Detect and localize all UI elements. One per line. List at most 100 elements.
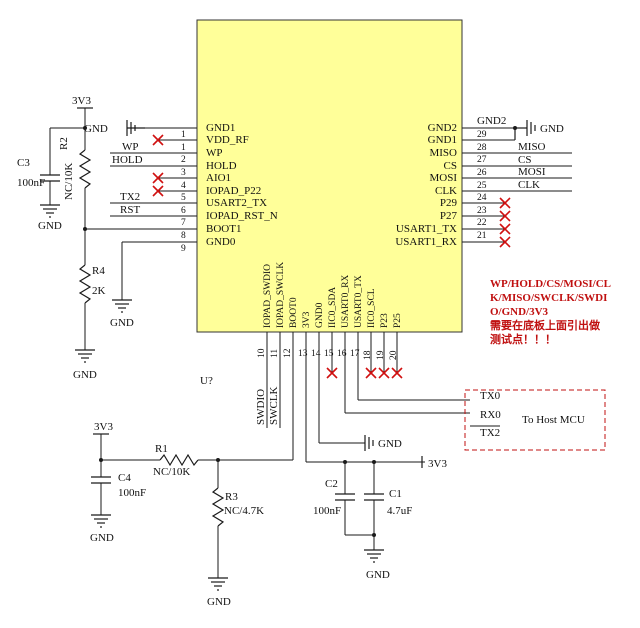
- pin-name-iopad-rst-n: IOPAD_RST_N: [206, 210, 278, 222]
- host-rx0: RX0: [480, 409, 501, 421]
- host-tx2: TX2: [480, 427, 500, 439]
- left-pins: 1 1 2 3 4 5 6 7 8 9: [85, 127, 197, 254]
- pin-num-20: 20: [389, 350, 399, 360]
- pin-name-gnd0: GND0: [206, 236, 236, 248]
- pin-name-aio1: AIO1: [206, 172, 231, 184]
- c4-val: 100nF: [118, 487, 146, 499]
- net-clk: CLK: [518, 179, 540, 191]
- pin-num-11: 11: [270, 349, 280, 358]
- pin-name-3v3: 3V3: [302, 311, 312, 328]
- pin-name-boot0: BOOT0: [289, 297, 299, 328]
- chip-body: [196, 19, 463, 333]
- net-swdio: SWDIO: [255, 389, 267, 425]
- no-connect-left: [152, 134, 164, 197]
- pin-num-14: 14: [311, 349, 321, 359]
- net-gnd-right: GND: [540, 123, 564, 135]
- pin-name-p29: P29: [440, 197, 458, 209]
- net-3v3-bottom: 3V3: [428, 458, 447, 470]
- pin-name-usart0-rx: USART0_RX: [341, 275, 351, 328]
- pin-name-wp: WP: [206, 147, 223, 159]
- pin-num-16: 16: [337, 349, 347, 359]
- pin-num-1b: 1: [181, 143, 186, 153]
- c3-ref: C3: [17, 157, 30, 169]
- pin-name-vdd-rf: VDD_RF: [206, 134, 249, 146]
- left-net-labels: GND WP HOLD TX2 RST: [84, 120, 145, 216]
- note-line4: 需要在底板上面引出做: [490, 318, 601, 332]
- note-line2: K/MISO/SWCLK/SWDI: [490, 292, 607, 304]
- gnd-r2: GND: [110, 317, 134, 329]
- c2-val: 100nF: [313, 505, 341, 517]
- note-line3: O/GND/3V3: [490, 306, 549, 318]
- r1-ref: R1: [155, 443, 168, 455]
- pin-name-boot1: BOOT1: [206, 223, 241, 235]
- net-gnd2: GND2: [477, 115, 506, 127]
- host-tx0: TX0: [480, 390, 501, 402]
- pin-num-12: 12: [283, 348, 293, 358]
- pin-name-iopad-swclk: IOPAD_SWCLK: [276, 262, 286, 328]
- net-wp: WP: [122, 141, 139, 153]
- net-rst: RST: [120, 204, 140, 216]
- pin-num-5: 5: [181, 193, 186, 203]
- pin-num-29: 29: [477, 130, 487, 140]
- pin-num-24: 24: [477, 193, 487, 203]
- net-cs: CS: [518, 154, 531, 166]
- c3-val: 100nF: [17, 177, 45, 189]
- c1-ref: C1: [389, 488, 402, 500]
- pin-num-7: 7: [181, 218, 186, 228]
- pin-name-usart0-tx: USART0_TX: [354, 275, 364, 328]
- pin-num-28: 28: [477, 143, 487, 153]
- pin-name-usart1-rx: USART1_RX: [395, 236, 457, 248]
- no-connect-right: [499, 197, 511, 248]
- r2-val: NC/10K: [63, 163, 75, 200]
- c4-ref: C4: [118, 472, 131, 484]
- c2-ref: C2: [325, 478, 338, 490]
- pin-name-gnd1: GND1: [206, 122, 235, 134]
- r2-ref: R2: [58, 137, 70, 150]
- host-label: To Host MCU: [522, 414, 585, 426]
- pin-name-p23: P23: [380, 313, 390, 328]
- net-hold: HOLD: [112, 154, 143, 166]
- note-line1: WP/HOLD/CS/MOSI/CL: [490, 278, 611, 290]
- pin-num-9: 9: [181, 244, 186, 254]
- pin-num-3: 3: [181, 168, 186, 178]
- pin-name-p25: P25: [393, 313, 403, 328]
- bot-3v3: 3V3: [94, 421, 113, 433]
- pin-num-10: 10: [257, 348, 267, 358]
- note: WP/HOLD/CS/MOSI/CL K/MISO/SWCLK/SWDI O/G…: [490, 278, 611, 346]
- pin-num-27: 27: [477, 155, 487, 165]
- pin-name-gnd0-b: GND0: [315, 302, 325, 328]
- r3-ref: R3: [225, 491, 238, 503]
- pin-num-26: 26: [477, 168, 487, 178]
- right-pin-names: GND2 GND1 MISO CS MOSI CLK P29 P27 USART…: [395, 122, 457, 248]
- bottom-pin-names: IOPAD_SWDIO IOPAD_SWCLK BOOT0 3V3 GND0 I…: [263, 262, 403, 328]
- pin-num-22: 22: [477, 218, 487, 228]
- pin-num-2: 2: [181, 155, 186, 165]
- pin-num-15: 15: [324, 349, 334, 359]
- pin-num-1a: 1: [181, 130, 186, 140]
- no-connect-bottom: [326, 367, 403, 379]
- gnd-r3: GND: [207, 596, 231, 608]
- pin-name-usart2-tx: USART2_TX: [206, 197, 267, 209]
- net-miso: MISO: [518, 141, 546, 153]
- pin-num-23: 23: [477, 206, 487, 216]
- pin-name-p27: P27: [440, 210, 458, 222]
- pin-name-hold: HOLD: [206, 160, 237, 172]
- pin-name-usart1-tx: USART1_TX: [396, 223, 457, 235]
- gnd-c3: GND: [38, 220, 62, 232]
- r1-val: NC/10K: [153, 466, 190, 478]
- pin-num-21: 21: [477, 231, 487, 241]
- pin-name-iic0-scl: IIC0_SCL: [367, 288, 377, 328]
- pin-num-17: 17: [350, 349, 360, 359]
- left-pin-names: GND1 VDD_RF WP HOLD AIO1 IOPAD_P22 USART…: [206, 122, 278, 248]
- pin-num-13: 13: [298, 349, 308, 359]
- pin-name-miso: MISO: [429, 147, 457, 159]
- c1-val: 4.7uF: [387, 505, 412, 517]
- r4-val: 2K: [92, 285, 106, 297]
- r3-val: NC/4.7K: [224, 505, 264, 517]
- pin-num-19: 19: [376, 350, 386, 360]
- bottom-pins: 10 11 12 13 14 15 16 17 18 19 20: [257, 332, 399, 462]
- gnd-c12: GND: [366, 569, 390, 581]
- pin-name-gnd1-r: GND1: [428, 134, 457, 146]
- pin-name-gnd2: GND2: [428, 122, 457, 134]
- net-gnd-bottom: GND: [378, 438, 402, 450]
